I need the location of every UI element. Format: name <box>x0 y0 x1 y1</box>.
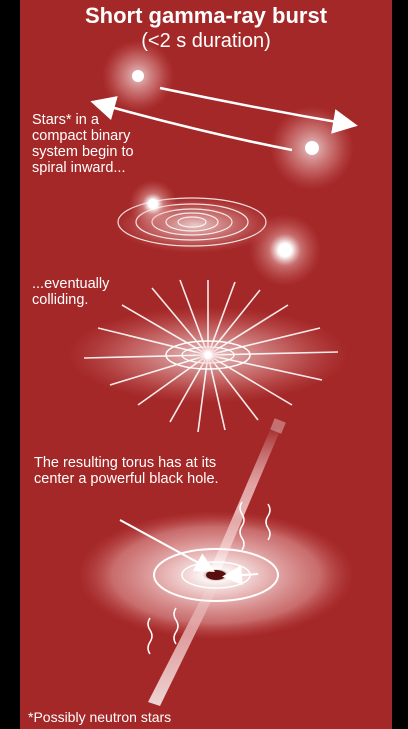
caption-binary-spiral: Stars* in a compact binary system begin … <box>32 112 152 176</box>
diagram-subtitle: (<2 s duration) <box>20 30 392 52</box>
diagram-illustration <box>20 0 392 729</box>
caption-colliding: ...eventually colliding. <box>32 276 162 308</box>
diagram-title: Short gamma-ray burst <box>20 4 392 28</box>
footnote: *Possibly neutron stars <box>28 709 171 725</box>
diagram-panel: Short gamma-ray burst (<2 s duration) St… <box>20 0 392 729</box>
caption-black-hole: The resulting torus has at its center a … <box>34 455 244 487</box>
spiral-inward-stage <box>115 180 321 286</box>
